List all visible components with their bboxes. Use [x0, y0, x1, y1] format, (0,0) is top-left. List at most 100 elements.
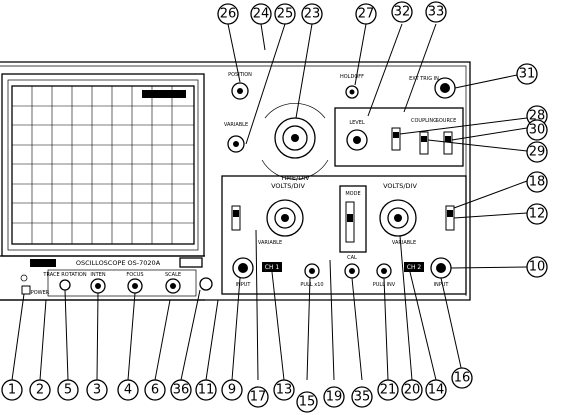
callout-15: 15	[296, 391, 318, 413]
svg-text:26: 26	[220, 7, 237, 22]
svg-text:23: 23	[304, 7, 321, 22]
callout-33: 33	[425, 1, 447, 23]
svg-text:9: 9	[228, 383, 236, 398]
callout-30: 30	[526, 119, 548, 141]
callout-35: 35	[351, 386, 373, 408]
callout-12: 12	[526, 203, 548, 225]
callout-29: 29	[526, 141, 548, 163]
callout-13: 13	[273, 379, 295, 401]
svg-text:11: 11	[198, 383, 215, 398]
svg-text:20: 20	[404, 383, 421, 398]
svg-text:27: 27	[358, 7, 375, 22]
callout-31: 31	[516, 63, 538, 85]
callout-9: 9	[221, 379, 243, 401]
vertical-section: VOLTS/DIV VARIABLE MODE VOLTS/DIV VARIAB…	[221, 175, 467, 295]
svg-text:29: 29	[529, 145, 546, 160]
callout-1: 1	[1, 379, 23, 401]
ch2-ac-gnd-dc-switch[interactable]	[445, 205, 455, 231]
svg-text:4: 4	[124, 383, 132, 398]
svg-text:28: 28	[529, 109, 546, 124]
ch2-input-label: INPUT	[434, 282, 450, 288]
callout-24: 24	[250, 3, 272, 25]
callout-20: 20	[401, 379, 423, 401]
svg-text:16: 16	[454, 371, 471, 386]
ch1-variable-label: VARIABLE	[258, 240, 282, 246]
ch2-volts-div-label: VOLTS/DIV	[383, 182, 417, 190]
cal-label: CAL	[347, 255, 357, 261]
svg-text:18: 18	[529, 175, 546, 190]
callout-16: 16	[451, 367, 473, 389]
svg-text:3: 3	[93, 383, 101, 398]
crt-screen	[1, 73, 205, 257]
trigger-section: LEVEL COUPLING SOURCE	[334, 107, 464, 167]
screen-brand-mark	[142, 90, 186, 98]
graticule	[12, 86, 194, 244]
ch1-ac-gnd-dc-switch[interactable]	[231, 205, 241, 231]
svg-text:5: 5	[64, 383, 72, 398]
ch2-tag	[404, 262, 424, 272]
focus-label: FOCUS	[126, 272, 143, 278]
callout-5: 5	[57, 379, 79, 401]
svg-text:35: 35	[354, 390, 371, 405]
model-strip: OSCILLOSCOPE OS-7020A	[30, 257, 203, 268]
svg-text:13: 13	[276, 383, 293, 398]
mode-label: MODE	[345, 191, 360, 197]
callout-21: 21	[377, 379, 399, 401]
svg-text:33: 33	[428, 5, 445, 20]
svg-text:2: 2	[36, 383, 44, 398]
sweep-mode-switch[interactable]	[391, 127, 401, 151]
variable-label: VARIABLE	[224, 122, 248, 128]
power-switch[interactable]	[21, 285, 31, 295]
callout-4: 4	[117, 379, 139, 401]
svg-text:24: 24	[253, 7, 270, 22]
leader-lines	[11, 23, 528, 381]
pull-x10-label: PULL x10	[300, 282, 323, 288]
ext-trig-label: EXT TRIG IN	[409, 76, 439, 82]
svg-text:10: 10	[529, 260, 546, 275]
svg-text:12: 12	[529, 207, 546, 222]
svg-text:30: 30	[529, 123, 546, 138]
ch1-volts-div-label: VOLTS/DIV	[271, 182, 305, 190]
callout-36: 36	[170, 379, 192, 401]
callout-6: 6	[144, 379, 166, 401]
ch1-tag	[262, 262, 282, 272]
callout-27: 27	[355, 3, 377, 25]
coupling-label: COUPLING	[411, 118, 437, 124]
callout-2: 2	[29, 379, 51, 401]
callout-18: 18	[526, 171, 548, 193]
svg-text:36: 36	[173, 383, 190, 398]
callout-32: 32	[391, 1, 413, 23]
level-label: LEVEL	[349, 120, 365, 126]
callout-25: 25	[274, 3, 296, 25]
svg-text:32: 32	[394, 5, 411, 20]
holdoff-label: HOLDOFF	[340, 74, 364, 80]
time-div-label: TIME/DIV	[279, 174, 310, 182]
coupling-switch[interactable]	[419, 131, 429, 155]
scale-label: SCALE	[165, 272, 181, 278]
callout-26: 26	[217, 3, 239, 25]
svg-text:15: 15	[299, 395, 316, 410]
svg-text:21: 21	[380, 383, 397, 398]
svg-text:6: 6	[151, 383, 159, 398]
ground-terminal[interactable]	[199, 277, 213, 291]
callout-19: 19	[323, 386, 345, 408]
ch2-variable-label: VARIABLE	[392, 240, 416, 246]
svg-text:19: 19	[326, 390, 343, 405]
horizontal-section: POSITION VARIABLE TIME/DIV HOLDOFF EXT T…	[224, 72, 456, 182]
source-label: SOURCE	[436, 118, 457, 124]
intensity-label: INTEN	[90, 272, 105, 278]
power-label: POWER	[31, 290, 50, 296]
trace-rotation-control[interactable]	[59, 279, 71, 291]
callout-14: 14	[425, 379, 447, 401]
svg-text:17: 17	[250, 390, 267, 405]
mode-switch-box	[339, 185, 367, 253]
svg-text:25: 25	[277, 7, 294, 22]
callout-17: 17	[247, 386, 269, 408]
callout-11: 11	[195, 379, 217, 401]
trace-rotation-label: TRACE ROTATION	[42, 272, 86, 278]
callout-3: 3	[86, 379, 108, 401]
callout-10: 10	[526, 256, 548, 278]
lower-left-controls: TRACE ROTATION INTEN FOCUS SCALE POWER	[20, 269, 213, 297]
ch1-input-label: INPUT	[236, 282, 252, 288]
